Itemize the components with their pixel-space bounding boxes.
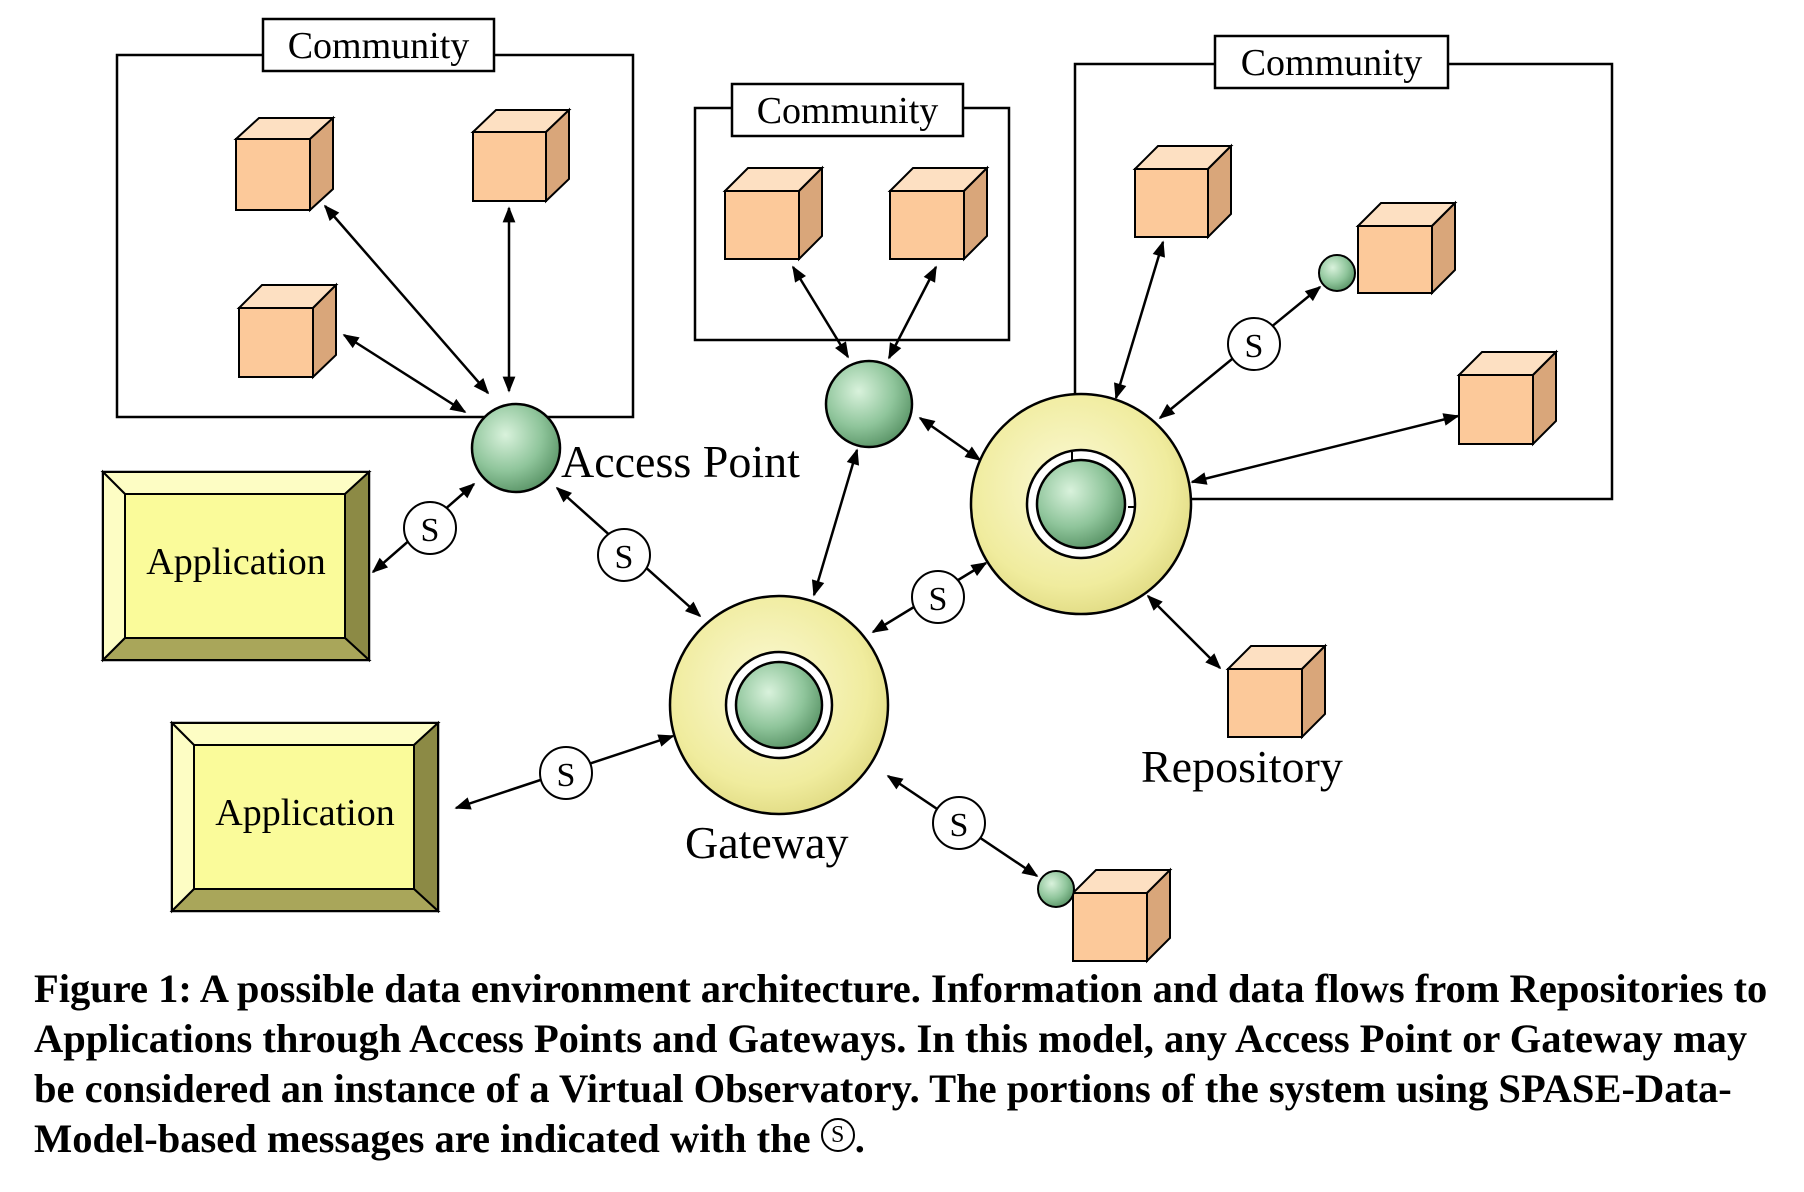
access-point-node [470, 402, 562, 494]
spase-message-marker: S [932, 796, 986, 850]
repository-cube [1456, 349, 1559, 447]
community-label: Community [757, 90, 939, 132]
application-box-upper: Application [100, 469, 372, 663]
application-label: Application [146, 541, 325, 583]
community-box-right: Community [1073, 34, 1614, 501]
access-point-node [824, 359, 914, 449]
community-box-left: Community [115, 17, 635, 419]
application-box-lower: Application [169, 720, 441, 914]
access-point-label: Access Point [561, 436, 800, 487]
repository-cube [233, 115, 336, 213]
repository-label: Repository [1141, 741, 1343, 792]
spase-message-marker: S [403, 501, 457, 555]
spase-message-marker: S [1227, 317, 1281, 371]
spase-message-marker: S [539, 746, 593, 800]
figure-caption: Figure 1: A possible data environment ar… [34, 964, 1784, 1164]
repository-cube [722, 165, 825, 262]
spase-message-marker: S [911, 570, 965, 624]
caption-text: Figure 1: A possible data environment ar… [34, 966, 1768, 1161]
application-label: Application [215, 792, 394, 834]
spase-message-marker: S [597, 528, 651, 582]
connector-node [1318, 254, 1356, 292]
repository-cube [1070, 867, 1173, 964]
svg-text:S: S [615, 539, 634, 576]
repository-cube [887, 165, 990, 262]
caption-end: . [854, 1116, 865, 1161]
svg-text:S: S [929, 581, 948, 618]
svg-text:S: S [557, 757, 576, 794]
svg-text:S: S [950, 807, 969, 844]
community-label: Community [288, 25, 470, 67]
spase-symbol-icon: S [820, 1118, 855, 1152]
repository-cube [470, 107, 572, 204]
repository-node [969, 392, 1193, 616]
svg-text:S: S [1245, 328, 1264, 365]
gateway-node [668, 594, 890, 816]
repository-cube [236, 282, 339, 380]
repository-cube [1132, 143, 1234, 240]
connector-node [1037, 870, 1075, 908]
community-label: Community [1241, 42, 1423, 84]
community-box-middle: Community [693, 82, 1011, 342]
svg-text:S: S [421, 512, 440, 549]
repository-cube [1225, 643, 1328, 740]
repository-cube [1355, 200, 1458, 296]
gateway-label: Gateway [685, 817, 848, 868]
